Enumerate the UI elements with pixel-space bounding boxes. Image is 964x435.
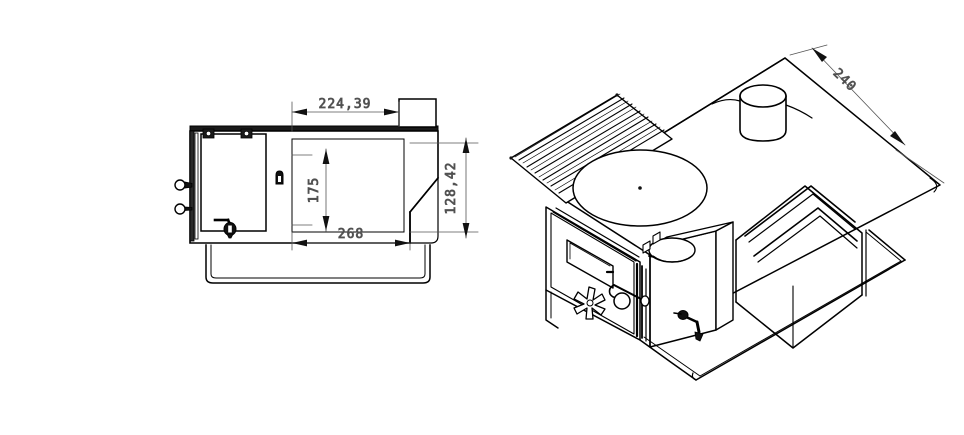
chimney-flue-pipe	[711, 84, 813, 142]
dimension-label-rear-height: 128,42	[444, 162, 459, 215]
round-hotplate	[572, 149, 708, 227]
tank-bracket-right	[240, 128, 253, 139]
tank-mounting-brackets	[202, 128, 253, 139]
dimension-rear-height: 128,42	[409, 137, 479, 239]
dimension-overall-width: 268	[291, 227, 411, 251]
dimension-label-top-width: 224,39	[319, 97, 372, 112]
door-handle	[608, 284, 650, 310]
dimension-body-height: 175	[291, 148, 330, 232]
dimension-label-body-height: 175	[307, 177, 322, 203]
dimension-top-width: 224,39	[291, 97, 400, 132]
firebox-inner-lines	[291, 138, 405, 233]
hinge-lower	[174, 203, 193, 215]
base-stand-frame	[205, 244, 431, 284]
stove-body-outline	[189, 130, 440, 244]
door-hinges	[174, 179, 193, 215]
door-latch	[275, 170, 284, 185]
dimension-lines-side-view: 224,39 268 175	[291, 97, 479, 251]
water-tank-3d	[642, 221, 734, 348]
open-shelf-rack	[735, 185, 867, 349]
water-tank	[200, 133, 267, 232]
side-elevation-view: 224,39 268 175	[174, 97, 479, 284]
dimension-label-overall-width: 268	[338, 227, 364, 242]
water-tap-3d	[673, 310, 704, 342]
tank-bracket-left	[202, 128, 215, 139]
water-tap	[213, 218, 237, 239]
flue-outlet-box	[398, 98, 437, 128]
base-stand-frame-3d	[545, 229, 906, 381]
hinge-upper	[174, 179, 193, 191]
stove-top-corner-radius	[929, 177, 938, 193]
door-glass-window	[566, 239, 615, 289]
isometric-3d-view: 240	[509, 44, 945, 381]
star-air-vent	[573, 286, 606, 320]
